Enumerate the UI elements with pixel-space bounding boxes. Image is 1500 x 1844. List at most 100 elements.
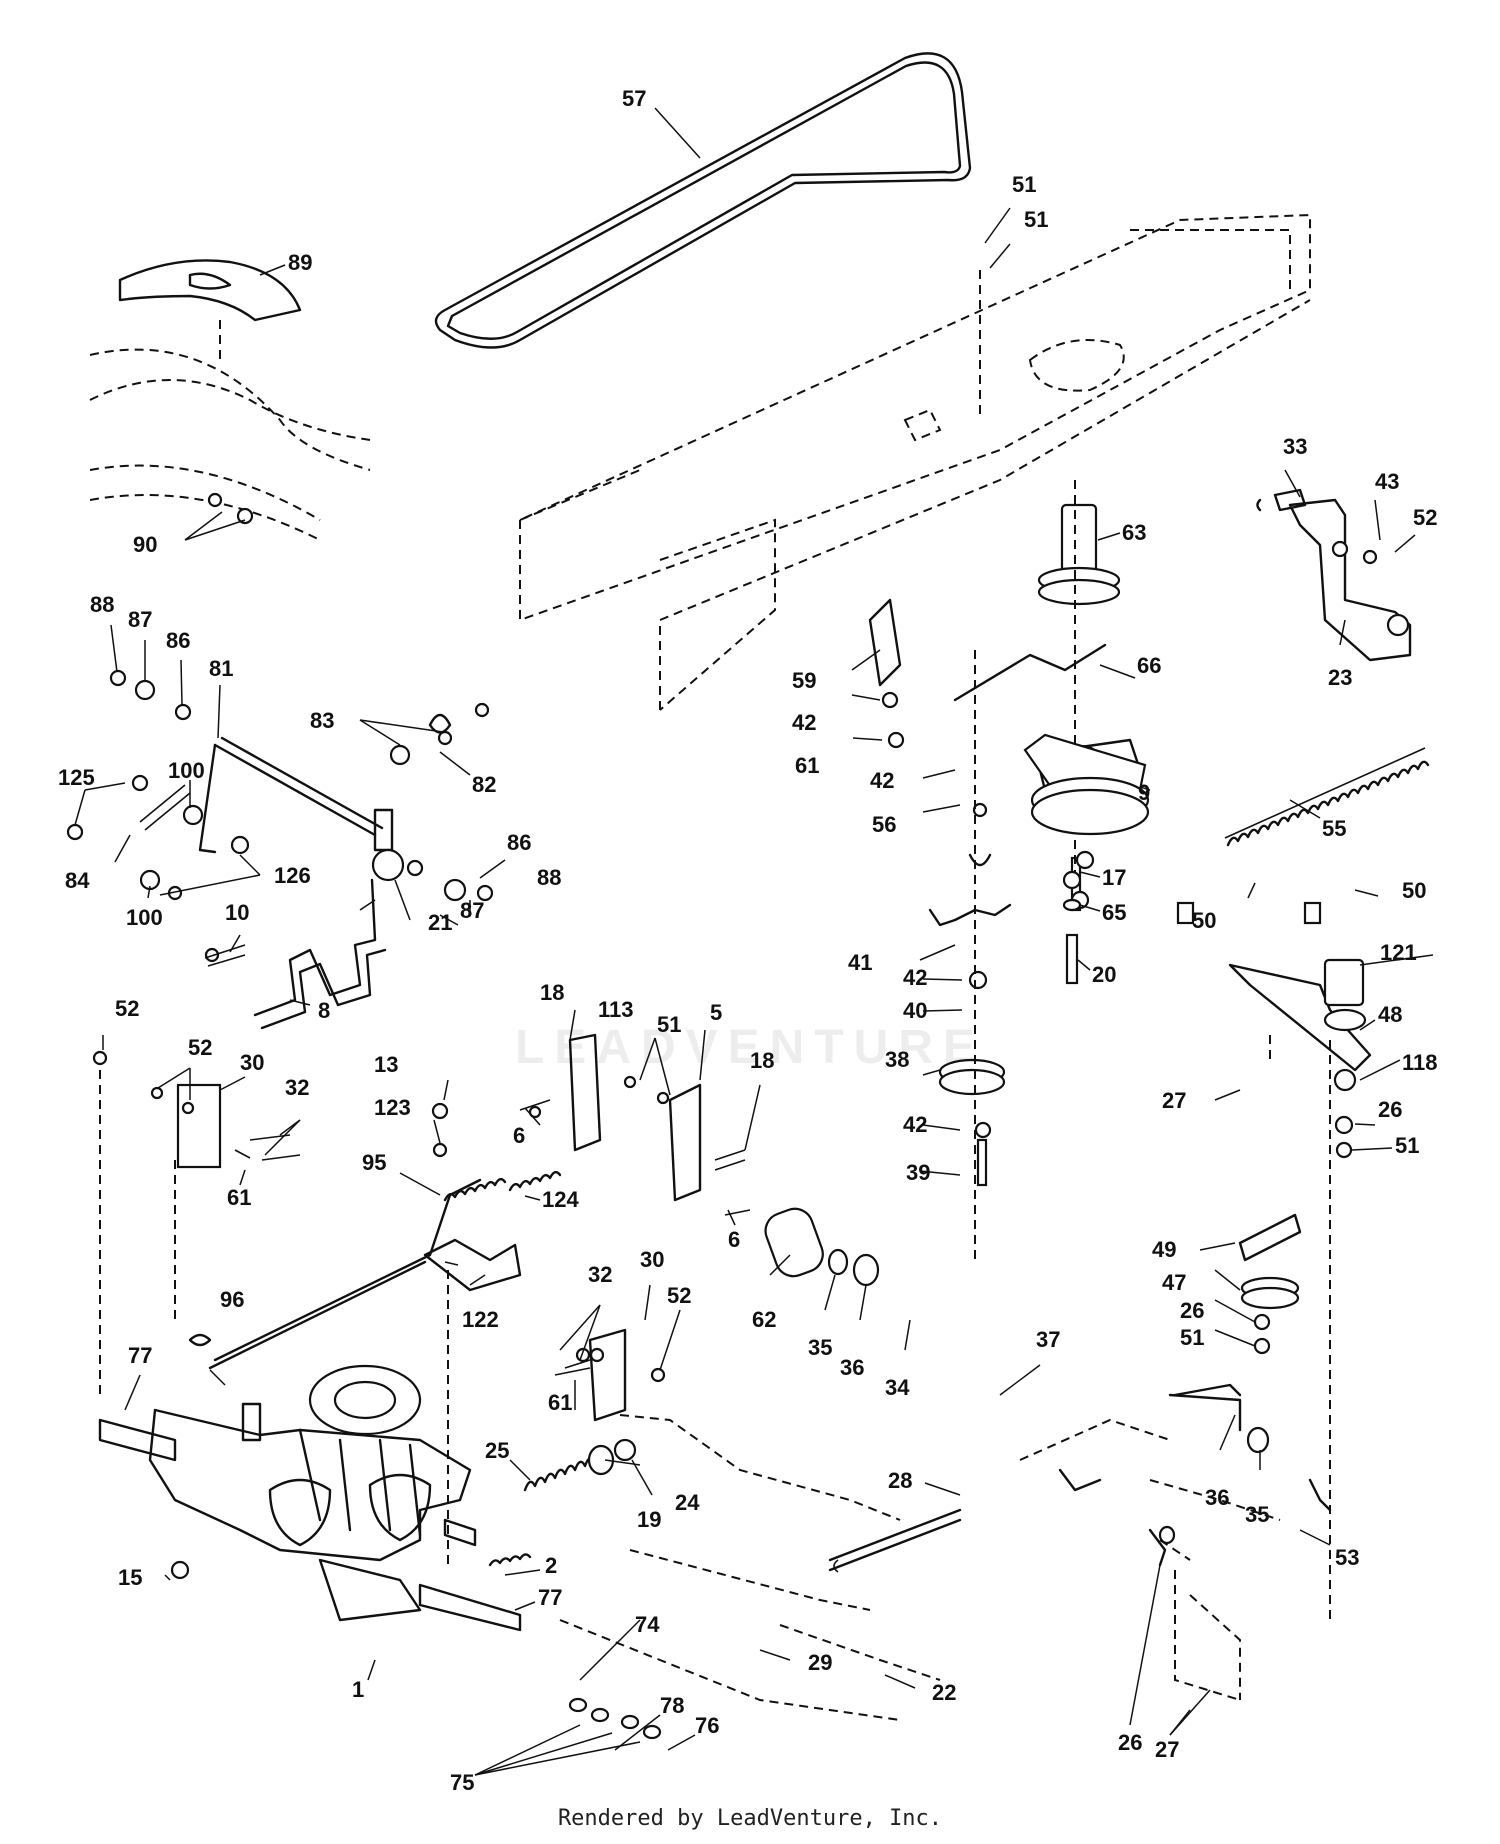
callout-2: 2 (545, 1553, 557, 1578)
callout-26: 26 (1180, 1298, 1204, 1323)
extension-spring (1224, 747, 1430, 847)
callout-32: 32 (588, 1262, 612, 1287)
callout-51: 51 (1024, 207, 1048, 232)
callout-81: 81 (209, 656, 233, 681)
callout-96: 96 (220, 1287, 244, 1312)
callout-23: 23 (1328, 665, 1352, 690)
callout-100: 100 (126, 905, 163, 930)
callout-51: 51 (1180, 1325, 1204, 1350)
callout-55: 55 (1322, 816, 1346, 841)
callout-39: 39 (906, 1160, 930, 1185)
callout-88: 88 (90, 592, 114, 617)
callout-59: 59 (792, 668, 816, 693)
transaxle (98, 1364, 532, 1632)
callout-18: 18 (540, 980, 564, 1005)
brake-spring (523, 1438, 637, 1492)
callout-62: 62 (752, 1307, 776, 1332)
callout-20: 20 (1092, 962, 1116, 987)
callout-52: 52 (115, 996, 139, 1021)
callout-9: 9 (1138, 780, 1150, 805)
callout-74: 74 (635, 1612, 660, 1637)
callout-28: 28 (888, 1468, 912, 1493)
callout-1: 1 (352, 1677, 364, 1702)
fender-area (89, 259, 371, 541)
callout-48: 48 (1378, 1002, 1402, 1027)
callout-88: 88 (537, 865, 561, 890)
callout-25: 25 (485, 1438, 509, 1463)
callout-86: 86 (166, 628, 190, 653)
callout-leaders (74, 107, 1434, 1776)
callout-35: 35 (808, 1335, 832, 1360)
callout-17: 17 (1102, 865, 1126, 890)
callout-34: 34 (885, 1375, 910, 1400)
callout-41: 41 (848, 950, 872, 975)
lower-linkage (559, 1383, 1332, 1740)
callout-19: 19 (637, 1507, 661, 1532)
callout-52: 52 (1413, 505, 1437, 530)
callout-78: 78 (660, 1693, 684, 1718)
callout-38: 38 (885, 1047, 909, 1072)
callout-124: 124 (542, 1187, 579, 1212)
clutch-rod (188, 1102, 562, 1570)
leadventure-watermark: LEADVENTURE (514, 1021, 986, 1074)
callout-29: 29 (808, 1650, 832, 1675)
callout-32: 32 (285, 1075, 309, 1100)
callout-6: 6 (728, 1227, 740, 1252)
callout-36: 36 (1205, 1485, 1229, 1510)
callout-10: 10 (225, 900, 249, 925)
rendered-by-footer: Rendered by LeadVenture, Inc. (557, 1806, 943, 1831)
callout-87: 87 (460, 898, 484, 923)
callout-89: 89 (288, 250, 312, 275)
callout-18: 18 (750, 1048, 774, 1073)
callout-84: 84 (65, 868, 90, 893)
callout-87: 87 (128, 607, 152, 632)
callout-37: 37 (1036, 1327, 1060, 1352)
callout-6: 6 (513, 1123, 525, 1148)
callout-52: 52 (667, 1283, 691, 1308)
callout-51: 51 (657, 1012, 681, 1037)
callout-33: 33 (1283, 434, 1307, 459)
callout-75: 75 (450, 1770, 474, 1795)
callout-56: 56 (872, 812, 896, 837)
callout-121: 121 (1380, 940, 1417, 965)
callout-15: 15 (118, 1565, 142, 1590)
callout-61: 61 (548, 1390, 572, 1415)
callout-100: 100 (168, 758, 205, 783)
callout-27: 27 (1162, 1088, 1186, 1113)
callout-95: 95 (362, 1150, 386, 1175)
callout-53: 53 (1335, 1545, 1359, 1570)
callout-123: 123 (374, 1095, 411, 1120)
electric-clutch (1023, 733, 1150, 985)
callout-125: 125 (58, 765, 95, 790)
gear-shift-lever (204, 848, 405, 1030)
callout-63: 63 (1122, 520, 1146, 545)
callout-51: 51 (1395, 1133, 1419, 1158)
callout-50: 50 (1192, 908, 1216, 933)
callout-90: 90 (133, 532, 157, 557)
shift-linkage (66, 669, 494, 902)
callout-50: 50 (1402, 878, 1426, 903)
callout-26: 26 (1378, 1097, 1402, 1122)
callout-122: 122 (462, 1307, 499, 1332)
idler-arm (1176, 901, 1372, 1620)
callout-42: 42 (903, 1112, 927, 1137)
callout-30: 30 (640, 1247, 664, 1272)
drive-belt (434, 52, 972, 349)
brackets-left (92, 1033, 751, 1422)
callout-52: 52 (188, 1035, 212, 1060)
callout-42: 42 (792, 710, 816, 735)
callout-36: 36 (840, 1355, 864, 1380)
callout-26: 26 (1118, 1730, 1142, 1755)
callout-21: 21 (428, 910, 452, 935)
callout-8: 8 (318, 998, 330, 1023)
callout-labels: 57 51 51 89 90 33 43 52 63 23 88 87 86 8… (58, 86, 1438, 1795)
callout-51: 51 (1012, 172, 1036, 197)
callout-77: 77 (538, 1585, 562, 1610)
callout-42: 42 (903, 965, 927, 990)
callout-13: 13 (374, 1052, 398, 1077)
callout-82: 82 (472, 772, 496, 797)
callout-42: 42 (870, 768, 894, 793)
axle-bushing (764, 1207, 880, 1287)
callout-40: 40 (903, 998, 927, 1023)
